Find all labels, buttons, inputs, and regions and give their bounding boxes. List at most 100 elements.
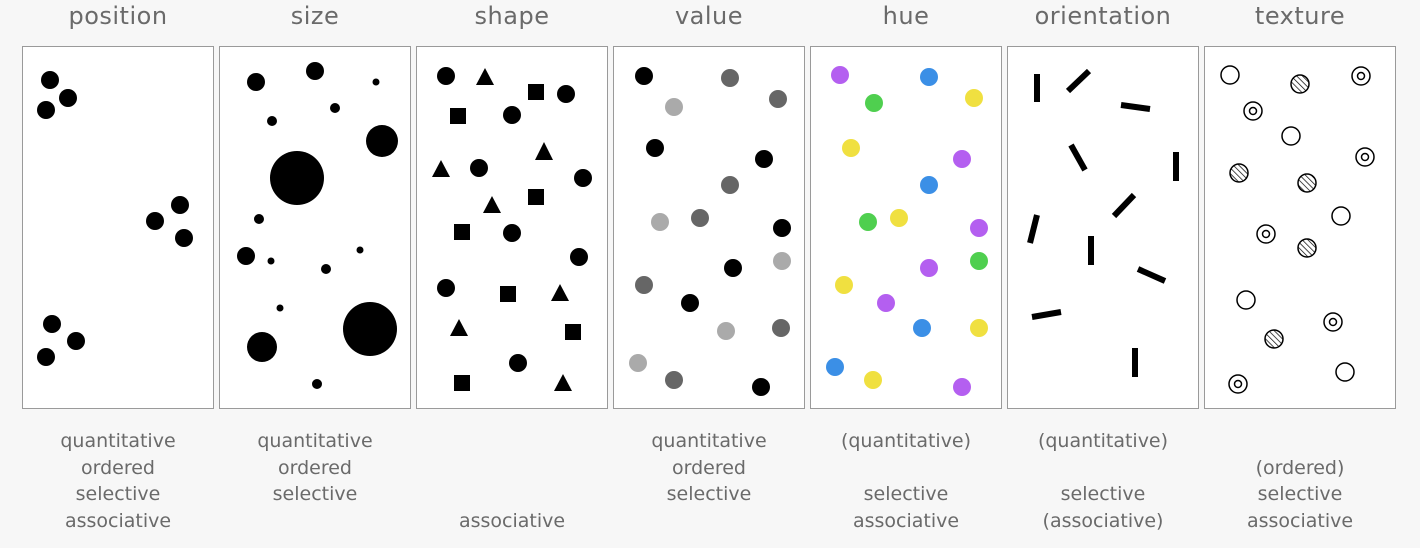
property-label: quantitative: [257, 430, 373, 452]
size-dot: [306, 62, 324, 80]
hue-dot: [877, 294, 895, 312]
property-label: selective: [272, 483, 358, 505]
shape-triangle: [432, 160, 450, 177]
texture-marks: [1220, 65, 1375, 394]
panel-value: [613, 46, 805, 409]
value-dot: [724, 259, 742, 277]
size-dot: [254, 214, 264, 224]
texture-target-dot: [1248, 106, 1258, 116]
texture-hatched-circle: [1297, 173, 1317, 193]
hue-dot: [842, 139, 860, 157]
shape-circle: [470, 159, 488, 177]
hue-marks: [826, 66, 988, 396]
column-title-size: size: [290, 2, 340, 30]
column-title-texture: texture: [1254, 2, 1346, 30]
position-dot: [37, 101, 55, 119]
shape-triangle: [554, 374, 572, 391]
shape-triangle: [535, 142, 553, 160]
value-dot: [635, 67, 653, 85]
hue-dot: [970, 219, 988, 237]
value-dot: [665, 98, 683, 116]
texture-open-circle: [1281, 126, 1301, 146]
size-dot: [356, 246, 364, 254]
texture-hatched-circle: [1297, 238, 1317, 258]
size-marks: [237, 62, 398, 389]
property-label: ordered: [672, 456, 746, 479]
shape-circle: [509, 354, 527, 372]
shape-marks: [432, 67, 592, 391]
size-dot: [312, 379, 322, 389]
shape-triangle: [483, 196, 501, 213]
property-label: selective: [1060, 483, 1146, 505]
shape-square: [528, 189, 544, 205]
shape-circle: [437, 279, 455, 297]
texture-open-circle: [1335, 362, 1355, 382]
hue-dot: [920, 259, 938, 277]
shape-circle: [437, 67, 455, 85]
hue-dot: [835, 276, 853, 294]
property-label: [1204, 428, 1396, 455]
value-dot: [651, 213, 669, 231]
property-label: quantitative: [651, 430, 767, 452]
property-label: ordered: [81, 456, 155, 479]
size-dot: [366, 125, 398, 157]
property-label: [613, 508, 805, 535]
hue-dot: [953, 378, 971, 396]
size-dot: [247, 73, 265, 91]
hue-dot: [831, 66, 849, 84]
size-dot: [270, 151, 324, 205]
shape-square: [565, 324, 581, 340]
panel-shape: [416, 46, 608, 409]
panel-position: [22, 46, 214, 409]
hue-dot: [965, 89, 983, 107]
property-label: (ordered): [1255, 456, 1345, 479]
value-dot: [691, 209, 709, 227]
value-dot: [721, 69, 739, 87]
properties-position: quantitative ordered selective associati…: [22, 428, 214, 534]
property-label: (quantitative): [1037, 430, 1169, 452]
value-dot: [635, 276, 653, 294]
column-title-hue: hue: [882, 2, 930, 30]
texture-open-circle: [1236, 290, 1256, 310]
property-label: quantitative: [60, 430, 176, 452]
texture-target-dot: [1261, 229, 1271, 239]
property-label: [219, 508, 411, 535]
value-dot: [665, 371, 683, 389]
shape-circle: [570, 248, 588, 266]
texture-target-dot: [1233, 379, 1243, 389]
texture-target-dot: [1360, 152, 1370, 162]
properties-orientation: (quantitative) selective (associative): [1007, 428, 1199, 534]
property-label: [416, 428, 608, 455]
column-title-orientation: orientation: [1034, 2, 1172, 30]
property-label: selective: [1257, 483, 1343, 505]
size-dot: [267, 257, 275, 265]
texture-hatched-circle: [1264, 329, 1284, 349]
hue-dot: [970, 319, 988, 337]
texture-hatched-circle: [1290, 74, 1310, 94]
position-dot: [37, 348, 55, 366]
position-dot: [67, 332, 85, 350]
property-label: selective: [75, 483, 161, 505]
hue-dot: [913, 319, 931, 337]
texture-target-dot: [1356, 71, 1366, 81]
shape-triangle: [476, 68, 494, 85]
orientation-bar: [1068, 143, 1088, 172]
value-dot: [681, 294, 699, 312]
value-dot: [769, 90, 787, 108]
value-dot: [772, 319, 790, 337]
panel-orientation: [1007, 46, 1199, 409]
size-dot: [276, 304, 284, 312]
property-label: (quantitative): [840, 430, 972, 452]
property-label: [416, 455, 608, 482]
panel-size: [219, 46, 411, 409]
hue-dot: [953, 150, 971, 168]
texture-hatched-circle: [1229, 163, 1249, 183]
size-dot: [330, 103, 340, 113]
hue-dot: [920, 176, 938, 194]
value-dot: [755, 150, 773, 168]
property-label: ordered: [278, 456, 352, 479]
value-dot: [752, 378, 770, 396]
column-title-position: position: [68, 2, 168, 30]
shape-square: [528, 84, 544, 100]
column-title-value: value: [674, 2, 744, 30]
